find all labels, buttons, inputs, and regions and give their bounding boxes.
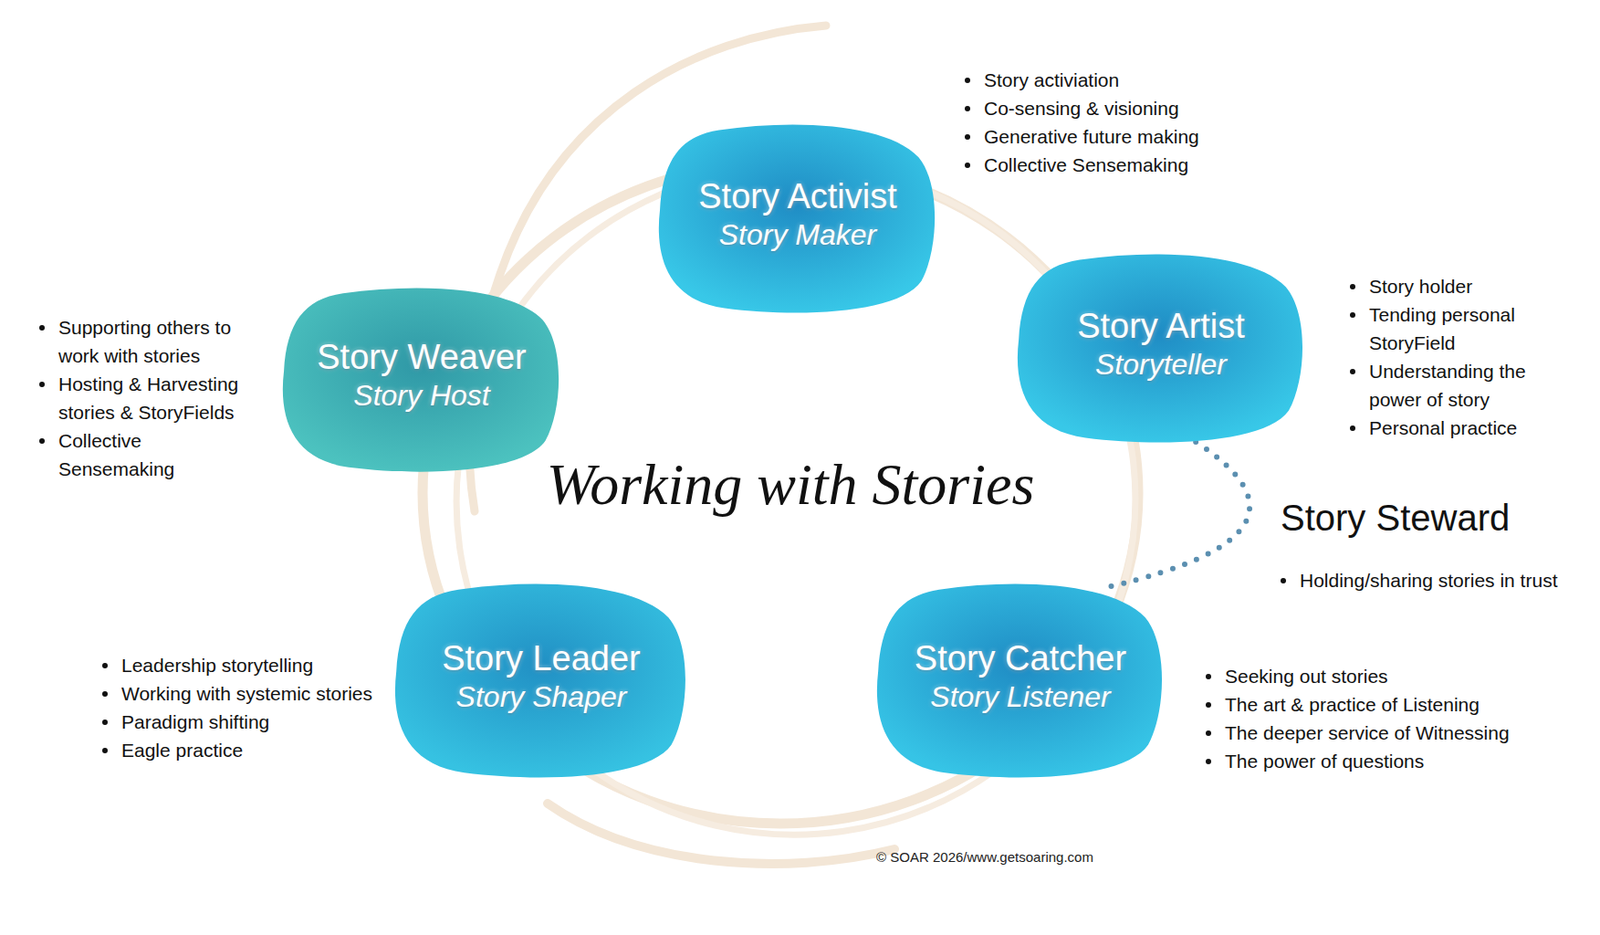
bullet-item: Holding/sharing stories in trust <box>1274 565 1590 595</box>
bullet-list: Holding/sharing stories in trust <box>1274 565 1590 595</box>
bullet-text: The power of questions <box>1224 750 1424 772</box>
bullet-dot <box>964 162 971 168</box>
bullet-text: Personal practice <box>1369 417 1517 439</box>
role-name: Story Leader <box>393 638 690 679</box>
bullet-dot <box>102 719 108 725</box>
bullet-dot <box>1349 425 1356 431</box>
role-name: Story Activist <box>657 177 939 217</box>
bullet-text: The art & practice of Listening <box>1224 693 1480 715</box>
dotted-connector <box>1107 441 1250 587</box>
bullet-text: Generative future making <box>983 125 1200 147</box>
bullet-dot <box>102 662 108 669</box>
bullet-dot <box>1205 758 1212 764</box>
bullet-dot <box>1349 283 1356 290</box>
bullet-item: Personal practice <box>1343 413 1549 442</box>
bullet-dot <box>39 438 45 444</box>
bullet-item: Story holder <box>1343 271 1549 301</box>
role-subtitle: Story Host <box>281 378 563 413</box>
bullet-text: Eagle practice <box>121 739 243 761</box>
bullet-item: Seeking out stories <box>1199 661 1547 691</box>
story-role-blob: Story ActivistStory Maker <box>657 122 939 316</box>
bullet-dot <box>1349 312 1356 318</box>
role-subtitle: Story Maker <box>657 218 939 252</box>
bullet-item: Hosting & Harvesting stories & StoryFiel… <box>32 369 257 427</box>
bullet-item: The art & practice of Listening <box>1199 690 1547 719</box>
role-name: Story Artist <box>1015 306 1307 346</box>
bullet-text: Understanding the power of story <box>1369 360 1527 410</box>
bullet-item: Story activiation <box>958 65 1251 95</box>
role-name: Story Weaver <box>281 337 563 377</box>
bullet-list: Story holderTending personal StoryFieldU… <box>1343 271 1549 442</box>
bullet-item: Leadership storytelling <box>95 650 416 680</box>
bullet-item: Supporting others to work with stories <box>32 313 257 370</box>
role-name: Story Catcher <box>875 638 1166 679</box>
role-subtitle: Storyteller <box>1015 347 1307 382</box>
bullet-item: Collective Sensemaking <box>32 426 257 483</box>
bullet-dot <box>1205 673 1212 680</box>
bullet-dot <box>39 381 45 387</box>
bullet-item: Co-sensing & visioning <box>958 94 1251 123</box>
bullet-dot <box>102 690 108 697</box>
role-subtitle: Story Listener <box>875 679 1166 714</box>
role-subtitle: Story Shaper <box>393 679 690 714</box>
bullet-item: Working with systemic stories <box>95 679 416 708</box>
bullet-text: Holding/sharing stories in trust <box>1299 569 1558 591</box>
bullet-item: Paradigm shifting <box>95 707 416 736</box>
bullet-item: Eagle practice <box>95 735 416 764</box>
bullet-dot <box>102 747 108 753</box>
bullet-text: Leadership storytelling <box>121 654 314 676</box>
bullet-text: Collective Sensemaking <box>983 154 1189 176</box>
bullet-dot <box>964 77 971 84</box>
bullet-text: Story holder <box>1369 275 1473 297</box>
copyright-caption: © SOAR 2026/www.getsoaring.com <box>876 848 1094 865</box>
bullet-text: Tending personal StoryField <box>1369 303 1516 354</box>
bullet-list: Leadership storytellingWorking with syst… <box>95 650 416 764</box>
bullet-text: Co-sensing & visioning <box>983 97 1180 119</box>
story-role-blob: Story LeaderStory Shaper <box>393 581 690 781</box>
bullet-list: Seeking out storiesThe art & practice of… <box>1199 661 1547 775</box>
bullet-item: Collective Sensemaking <box>958 150 1251 179</box>
bullet-text: Paradigm shifting <box>121 711 270 733</box>
bullet-dot <box>1280 577 1287 584</box>
bullet-item: Tending personal StoryField <box>1343 300 1549 357</box>
bullet-text: Story activiation <box>983 69 1119 91</box>
story-role-blob: Story WeaverStory Host <box>281 285 563 475</box>
bullet-dot <box>1205 730 1212 736</box>
connector-label: Story Steward <box>1277 497 1513 539</box>
bullet-dot <box>39 324 45 331</box>
bullet-item: The deeper service of Witnessing <box>1199 718 1547 747</box>
diagram-title: Working with Stories <box>546 450 1036 519</box>
bullet-text: Working with systemic stories <box>121 682 373 704</box>
story-role-blob: Story ArtistStoryteller <box>1015 251 1307 446</box>
bullet-dot <box>1349 368 1356 375</box>
bullet-text: Supporting others to work with stories <box>58 316 231 367</box>
bullet-list: Story activiationCo-sensing & visioningG… <box>958 65 1251 179</box>
bullet-text: Collective Sensemaking <box>58 429 175 480</box>
bullet-item: The power of questions <box>1199 746 1547 775</box>
bullet-item: Understanding the power of story <box>1343 356 1549 414</box>
bullet-list: Supporting others to work with storiesHo… <box>32 313 257 483</box>
bullet-text: Hosting & Harvesting stories & StoryFiel… <box>58 373 239 423</box>
swirl-tail <box>547 803 895 864</box>
bullet-item: Generative future making <box>958 122 1251 151</box>
bullet-text: The deeper service of Witnessing <box>1224 721 1510 743</box>
bullet-dot <box>964 134 971 140</box>
bullet-dot <box>964 105 971 112</box>
story-role-blob: Story CatcherStory Listener <box>875 581 1166 781</box>
bullet-dot <box>1205 701 1212 708</box>
bullet-text: Seeking out stories <box>1224 665 1389 687</box>
